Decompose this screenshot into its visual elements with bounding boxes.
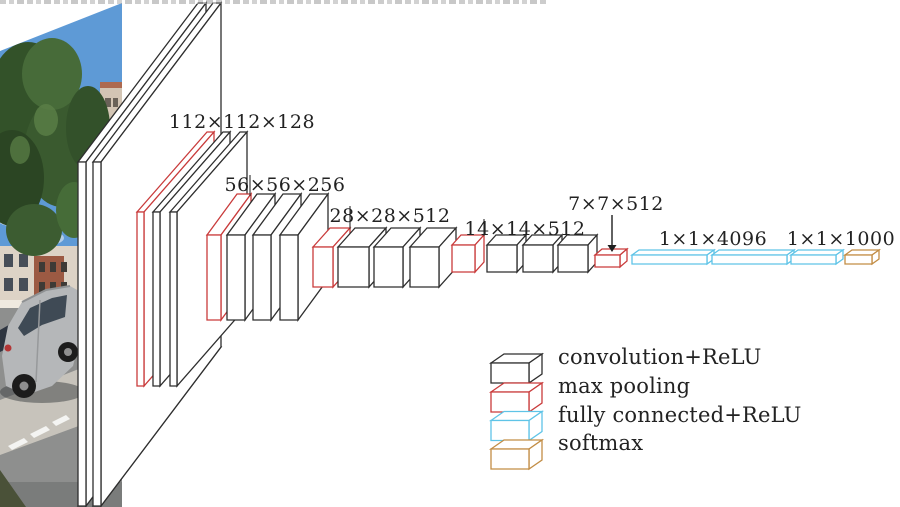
layer-box-stage-7-pool0-front — [594, 254, 621, 268]
layer-box-stage-28-conv2-front — [373, 246, 404, 288]
legend-swatch-conv-front — [490, 362, 530, 384]
layer-box-stage-14-conv1-front — [486, 244, 518, 273]
layer-box-fc-4096-fc0-top — [629, 249, 717, 256]
dim-label-stage-112: 112×112×128 — [168, 111, 316, 133]
layer-box-stage-56-conv3-front — [279, 234, 299, 321]
layer-box-stage-112-conv2-front — [169, 211, 178, 387]
layer-box-stage-14-conv2-front — [522, 244, 554, 273]
legend-swatch-softmax-front — [490, 448, 530, 470]
dim-label-fc-1000: 1×1×1000 — [786, 228, 896, 250]
layer-box-stage-28-conv3-front — [409, 246, 440, 288]
photo-lane-marking — [52, 415, 70, 426]
legend-swatch-fc-front — [490, 419, 530, 442]
photo-window — [39, 282, 45, 292]
layer-box-fc-4096-fc0-front — [631, 254, 708, 265]
photo-lane-marking — [8, 438, 28, 450]
legend-icons — [488, 352, 545, 471]
dim-label-stage-7: 7×7×512 — [568, 193, 664, 215]
layer-box-fc-1000-fc0-front — [790, 254, 837, 265]
photo-window — [39, 262, 45, 272]
layer-box-input-conv-stack-conv1-front — [92, 161, 102, 507]
dim-label-stage-28: 28×28×512 — [329, 205, 451, 227]
arrowhead-icon — [607, 245, 617, 252]
layer-box-stage-112-conv1-front — [152, 211, 161, 387]
photo-far-roof — [100, 82, 122, 91]
photo-window — [105, 98, 111, 107]
cropped-text-remnant — [0, 0, 548, 4]
layer-boxes — [76, 1, 882, 507]
photo-window — [4, 254, 13, 267]
legend-label-fullyconnected: fully connected+ReLU — [558, 403, 802, 427]
photo-window — [19, 278, 28, 291]
layer-box-fc-4096-fc1-front — [711, 254, 788, 265]
legend-label-convolution: convolution+ReLU — [558, 345, 762, 369]
legend-label-maxpooling: max pooling — [558, 374, 691, 398]
photo-window — [61, 262, 67, 272]
photo-silver-car — [0, 285, 84, 403]
layer-box-stage-56-conv1-front — [226, 234, 246, 321]
layer-box-stage-14-pool0-front — [451, 244, 476, 273]
layer-box-stage-56-pool0-front — [206, 234, 222, 321]
annotations — [249, 175, 617, 252]
layer-box-stage-56-conv2-front — [252, 234, 272, 321]
dim-label-stage-14: 14×14×512 — [464, 218, 586, 240]
photo-window — [19, 254, 28, 267]
layer-box-fc-1000-softmax1-front — [844, 254, 873, 265]
layer-box-stage-28-conv1-front — [337, 246, 370, 288]
photo-lane-marking — [30, 426, 50, 438]
legend-label-softmax: softmax — [558, 431, 644, 455]
legend-swatch-pool-front — [490, 391, 530, 413]
layer-box-stage-112-pool0-front — [136, 211, 145, 387]
photo-window — [50, 262, 56, 272]
photo-window — [4, 278, 13, 291]
dim-label-fc-4096: 1×1×4096 — [658, 228, 768, 250]
photo-window — [113, 98, 118, 107]
layer-box-fc-4096-fc1-top — [709, 249, 797, 256]
layer-box-input-conv-stack-conv0-front — [77, 161, 87, 507]
layer-box-fc-1000-fc0-top — [788, 249, 846, 256]
layer-box-stage-28-pool0-front — [312, 246, 334, 288]
photo-verge — [0, 470, 26, 507]
dim-label-stage-56: 56×56×256 — [224, 174, 346, 196]
photo-window — [50, 282, 56, 292]
layer-box-stage-14-conv3-front — [557, 244, 589, 273]
